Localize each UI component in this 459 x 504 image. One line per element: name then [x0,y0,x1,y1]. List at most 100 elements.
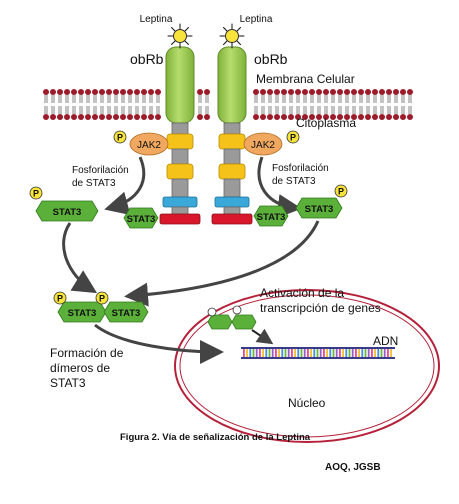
receptor-right-block-gray3 [223,178,241,198]
dna-base-pair [294,349,296,357]
dna-base-pair [259,349,261,357]
dna-base-pair [246,349,248,357]
lipid-tail [275,106,279,114]
jak2-right [243,132,283,156]
lipid-tail [352,95,356,103]
dna-base-pair [364,349,367,357]
lipid-tail [65,106,69,114]
nucleus-inner [179,294,435,438]
stat3-right-receptor-label: STAT3 [257,212,286,223]
lipid-head [323,89,329,95]
lipid-head [379,114,385,120]
lipid-head [302,89,308,95]
lipid-tail [86,95,90,103]
dna-base-pair [358,349,360,357]
receptor-right-block-red [211,213,253,225]
lipid-head [379,89,385,95]
lipid-tail [72,95,76,103]
receptor-left-extracellular [165,46,195,124]
lipid-head [351,89,357,95]
lipid-head [155,89,161,95]
dna-strand [241,347,395,359]
lipid-head [358,114,364,120]
lipid-tail [408,95,412,103]
lipid-tail [198,95,202,103]
lipid-head [57,114,63,120]
activation-line1: Activación de la [260,286,344,300]
receptor-left-block-gray1 [171,122,189,135]
stat3-dimer-left-label: STAT3 [68,308,97,319]
lipid-tail [345,95,349,103]
phosphate-jak2-right [286,130,300,144]
lipid-head [295,114,301,120]
dna-base-pair [319,349,322,357]
lipid-tail [394,106,398,114]
lipid-head [127,114,133,120]
lipid-tail [366,106,370,114]
dimer-label-line1: Formación de [50,346,124,360]
lipid-head [141,89,147,95]
lipid-tail [387,95,391,103]
lipid-tail [79,95,83,103]
dna-base-pair [252,349,255,357]
stat3-right-receptor: STAT3 [253,205,289,227]
dna-base-pair [383,349,386,357]
lipid-head [92,114,98,120]
receptor-right-block-gray1 [223,122,241,135]
receptor-left-block-yellow1 [166,133,194,150]
leptin-left-label: Leptina [140,14,173,25]
lipid-tail [100,106,104,114]
lipid-head [99,114,105,120]
receptor-left-block-gray3 [171,178,189,198]
lipid-tail [275,95,279,103]
lipid-head [302,114,308,120]
lipid-head [372,114,378,120]
jak2-left [129,132,169,156]
lipid-tail [58,106,62,114]
lipid-head [316,89,322,95]
dna-base-pair [265,349,268,357]
dna-base-pair [374,349,376,357]
lipid-head [295,89,301,95]
phosphate-stat3-left [29,186,43,200]
lipid-tail [268,95,272,103]
dna-base-pair [380,349,383,357]
stat3-right-phospho: STAT3 [295,197,343,219]
lipid-head [127,89,133,95]
dimer-label-line2: dímeros de [50,361,110,375]
dna-base-pair [345,349,348,357]
dna-base-pair [323,349,325,357]
nucleus [174,289,440,443]
receptor-right [211,46,253,225]
lipid-head [372,89,378,95]
adn-label: ADN [373,334,398,348]
receptor-left [159,46,201,225]
lipid-head [148,89,154,95]
lipid-tail [142,95,146,103]
phosphate-jak2-left [113,130,127,144]
dna-base-pair [339,349,341,357]
stat3-dimer-right-label: STAT3 [112,308,141,319]
phosphate-stat3-right [334,184,348,198]
phos-right-line1: Fosforilación [272,163,329,174]
activation-line2: transcripción de genes [260,301,381,315]
lipid-tail [44,106,48,114]
lipid-head [64,114,70,120]
dna-base-pair [255,349,258,357]
lipid-tail [107,95,111,103]
lipid-head [43,114,49,120]
lipid-tail [93,106,97,114]
lipid-tail [394,95,398,103]
lipid-tail [135,95,139,103]
credit-label: AOQ, JGSB [325,462,381,473]
stat3-left-phospho-label: STAT3 [53,207,82,218]
phosphate-jak2-left-label: P [117,133,123,143]
cytoplasm-label: Citoplasma [296,116,356,130]
lipid-head [393,89,399,95]
lipid-head [316,114,322,120]
lipid-head [141,114,147,120]
phos-right-line2: de STAT3 [272,176,316,187]
lipid-head [267,114,273,120]
phosphate-stat3-right-label: P [338,187,344,197]
lipid-head [43,89,49,95]
